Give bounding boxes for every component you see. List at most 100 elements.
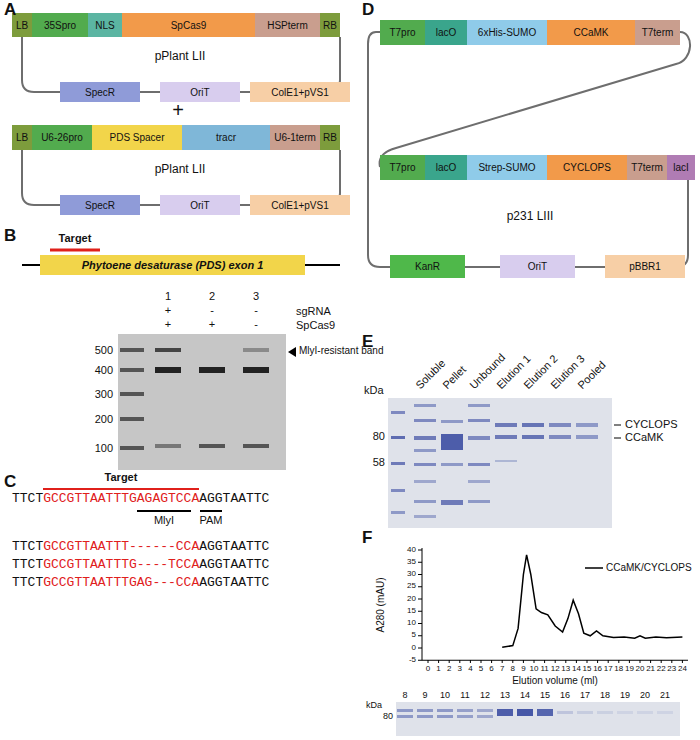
tick-label: 20 <box>407 594 416 603</box>
target-sequence: GCCGTTAATTTGAGAGTCCA <box>43 492 199 507</box>
tick-label: 13 <box>561 664 570 673</box>
size-marker: 500 <box>95 344 113 357</box>
target-sequence: GCCGTTAATTTG----TCCA <box>43 558 199 573</box>
segment-label: CCaMK <box>573 27 608 38</box>
protein-gel <box>388 398 621 528</box>
tick-label: 7 <box>500 664 504 673</box>
plasmid-segment: Strep-SUMO <box>467 155 547 180</box>
plasmid-name: pPlant LII <box>155 50 206 64</box>
lane-sign: + <box>165 304 171 317</box>
plasmid-segment: CCaMK <box>547 20 635 45</box>
panel-letter: F <box>362 528 372 548</box>
size-marker: 80 <box>383 711 393 721</box>
tick-label: 15 <box>583 664 592 673</box>
x-ticks <box>428 660 682 663</box>
sample-bands <box>155 348 269 448</box>
agarose-gel <box>118 334 296 470</box>
segment-label: SpecR <box>85 200 115 211</box>
plasmid-segment: tracr <box>182 125 270 150</box>
tick-label: 0 <box>426 664 430 673</box>
lane-number: 19 <box>620 690 630 700</box>
tick-label: 23 <box>667 664 676 673</box>
lane-number: 14 <box>520 690 530 700</box>
band-marks <box>614 425 621 438</box>
y-ticks <box>418 550 422 660</box>
plasmid-segment: lacO <box>425 20 467 45</box>
segment-label: LB <box>16 20 28 31</box>
sequence: TTCT <box>12 576 43 591</box>
segment-label: pBBR1 <box>629 261 661 272</box>
segment-label: NLS <box>95 20 114 31</box>
segment-label: lacI <box>673 162 689 173</box>
gel-bands <box>391 404 598 518</box>
segment-label: U6-26pro <box>41 132 83 143</box>
plasmid-name: pPlant LII <box>155 163 206 177</box>
lane-sign: - <box>254 318 258 331</box>
target-line <box>43 488 199 490</box>
plasmid-segment: T7term <box>627 155 667 180</box>
plasmid-segment: U6-26pro <box>32 125 92 150</box>
plasmid-segment: 6xHis-SUMO <box>467 20 547 45</box>
pam-label: PAM <box>199 514 222 527</box>
plasmid-segment: OriT <box>160 195 240 215</box>
segment-label: T7term <box>631 162 663 173</box>
lane-number: 11 <box>460 690 469 700</box>
unit-label: kDa <box>364 384 384 397</box>
tick-label: 19 <box>625 664 634 673</box>
sequence: AGGTAATTC <box>199 492 269 507</box>
segment-label: 35Spro <box>44 20 76 31</box>
plasmid-segment: CYCLOPS <box>547 155 627 180</box>
lane-number: 12 <box>480 690 490 700</box>
panel-letter: E <box>362 332 373 352</box>
tick-label: 3 <box>458 664 462 673</box>
plasmid-segment: ColE1+pVS1 <box>250 82 350 102</box>
lane-sign: + <box>209 318 215 331</box>
fraction-gel <box>396 702 680 736</box>
gel-bands <box>397 709 673 718</box>
tick-label: 5 <box>479 664 483 673</box>
segment-label: 6xHis-SUMO <box>478 27 536 38</box>
segment-label: Phytoene desaturase (PDS) exon 1 <box>82 259 264 271</box>
segment-label: LB <box>16 132 28 143</box>
size-marker: 80 <box>373 430 385 443</box>
plasmid-segment: HSPterm <box>255 13 320 37</box>
tick-label: 6 <box>489 664 493 673</box>
segment-label: SpCas9 <box>171 20 207 31</box>
tick-label: 16 <box>593 664 602 673</box>
sequence: TTCT <box>12 540 43 555</box>
target-sequence: GCCGTTAATTTGAG---CCA <box>43 576 199 591</box>
plasmid-segment: T7pro <box>380 20 425 45</box>
tick-label: 14 <box>572 664 581 673</box>
plasmid-segment: PDS Spacer <box>92 125 182 150</box>
axis-title: Elution volume (ml) <box>512 675 598 687</box>
lane-number: 17 <box>580 690 590 700</box>
tick-label: 0 <box>412 643 416 652</box>
segment-label: Strep-SUMO <box>478 162 535 173</box>
plasmid-segment: NLS <box>88 13 122 37</box>
lane-number: 10 <box>440 690 450 700</box>
size-marker: 58 <box>373 456 385 469</box>
pam-underline <box>200 510 222 512</box>
plasmid-segment: OriT <box>500 255 575 278</box>
segment-label: ColE1+pVS1 <box>271 87 329 98</box>
plus-sign: + <box>172 99 184 122</box>
backbone-line <box>380 32 691 167</box>
segment-label: KanR <box>415 261 440 272</box>
segment-label: tracr <box>216 132 236 143</box>
lane-number: 15 <box>540 690 550 700</box>
tick-label: 15 <box>407 606 416 615</box>
lane-sign: - <box>210 304 214 317</box>
tick-label: 10 <box>407 618 416 627</box>
segment-label: lacO <box>436 162 457 173</box>
lane-number: 20 <box>640 690 650 700</box>
tick-label: 8 <box>511 664 515 673</box>
tick-label: 9 <box>521 664 525 673</box>
segment-label: SpecR <box>85 87 115 98</box>
plasmid-segment: T7pro <box>380 155 425 180</box>
sequence: AGGTAATTC <box>199 558 269 573</box>
segment-label: OriT <box>528 261 547 272</box>
target-sequence: GCCGTTAATTT------CCA <box>43 540 199 555</box>
gel <box>118 334 286 470</box>
axis-title: A280 (mAU) <box>375 577 387 632</box>
plasmid-segment: RB <box>320 125 340 150</box>
